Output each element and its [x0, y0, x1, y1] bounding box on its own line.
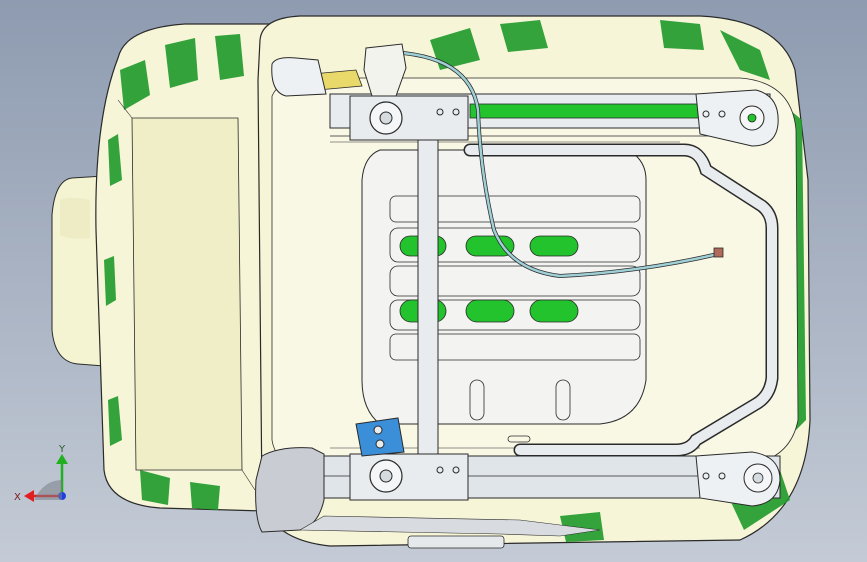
top-right-pivot[interactable]: [695, 89, 779, 147]
y-axis-label: Y: [58, 444, 66, 455]
bottom-foot: [407, 535, 505, 549]
side-shield[interactable]: [255, 447, 325, 533]
lower-slots: [469, 379, 571, 443]
backrest-green-trim: [104, 34, 244, 510]
backrest-inner-panel: [131, 117, 243, 471]
handle-bracket[interactable]: [271, 57, 327, 97]
bottom-left-pivot[interactable]: [349, 453, 469, 501]
triad-plane: [34, 480, 62, 500]
seat-pan-slats: [389, 195, 641, 361]
x-axis-arrow: [24, 490, 34, 502]
seat-green-trim: [430, 20, 806, 542]
seat-pan-frame[interactable]: [361, 149, 647, 425]
cross-tube[interactable]: [417, 139, 439, 461]
axis-triad: Y X: [14, 444, 68, 503]
cable-end: [713, 247, 724, 258]
blue-bracket[interactable]: [355, 417, 405, 457]
headrest-shading: [60, 198, 90, 239]
x-axis-label: X: [14, 492, 21, 503]
y-axis-arrow: [56, 454, 68, 464]
top-left-pivot[interactable]: [349, 95, 469, 141]
